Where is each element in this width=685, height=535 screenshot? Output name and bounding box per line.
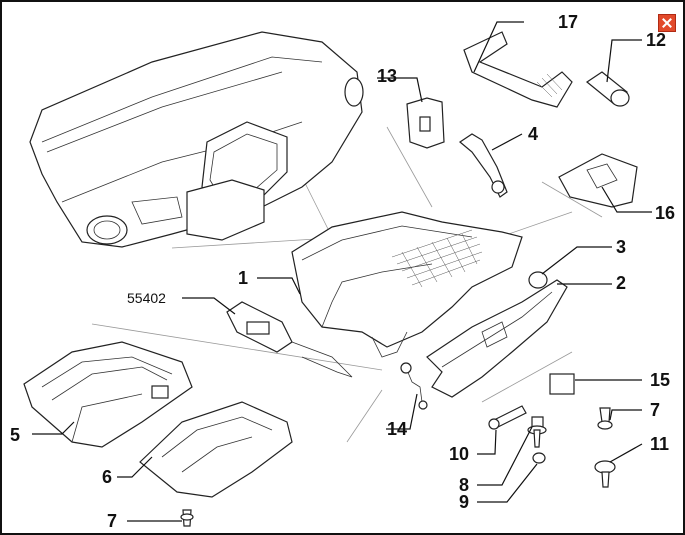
bolt-part-12: [585, 71, 630, 107]
callout-7-right: 7: [650, 400, 660, 420]
callout-5: 5: [10, 425, 20, 445]
callout-7-bottom: 7: [107, 511, 117, 531]
handle-bracket-part: [463, 31, 573, 108]
tray-part: [23, 341, 193, 448]
bracket-part-55402: [226, 301, 353, 378]
callout-8: 8: [459, 475, 469, 495]
knob-part: [528, 271, 548, 289]
callout-17: 17: [558, 12, 578, 32]
callout-3: 3: [616, 237, 626, 257]
callout-6: 6: [102, 467, 112, 487]
screw-part-10: [488, 405, 527, 430]
latch-part: [406, 97, 445, 149]
callout-11: 11: [650, 434, 669, 454]
callout-15: 15: [650, 370, 670, 390]
glovebox-housing-part: [291, 211, 523, 358]
callout-10: 10: [449, 444, 469, 464]
callout-16: 16: [655, 203, 675, 223]
callout-9: 9: [459, 492, 469, 512]
leader-lines: [32, 21, 652, 522]
strap-part: [458, 133, 508, 198]
screw-part-11: [594, 460, 616, 488]
dashboard-part: [29, 31, 364, 248]
liner-part: [139, 401, 293, 498]
glovebox-lid-part: [426, 279, 568, 398]
callout-4: 4: [528, 124, 538, 144]
clip-part: [549, 373, 575, 395]
screw-part-8: [527, 416, 547, 448]
callout-1: 1: [238, 268, 248, 288]
callout-14: 14: [387, 419, 407, 439]
screw-part-7-bottom: [180, 509, 194, 527]
screw-part-7-right: [597, 407, 613, 430]
callout-12: 12: [646, 30, 666, 50]
callout-55402: 55402: [127, 290, 166, 306]
callout-2: 2: [616, 273, 626, 293]
harness-part: [400, 362, 428, 410]
hook-bracket-part: [558, 153, 638, 208]
close-icon[interactable]: [658, 14, 676, 32]
callout-labels: 17 12 13 4 16 3 2 1 55402 5 6 7 15 7 11 …: [10, 12, 675, 531]
callout-13: 13: [377, 66, 397, 86]
nut-part-9: [532, 452, 546, 464]
